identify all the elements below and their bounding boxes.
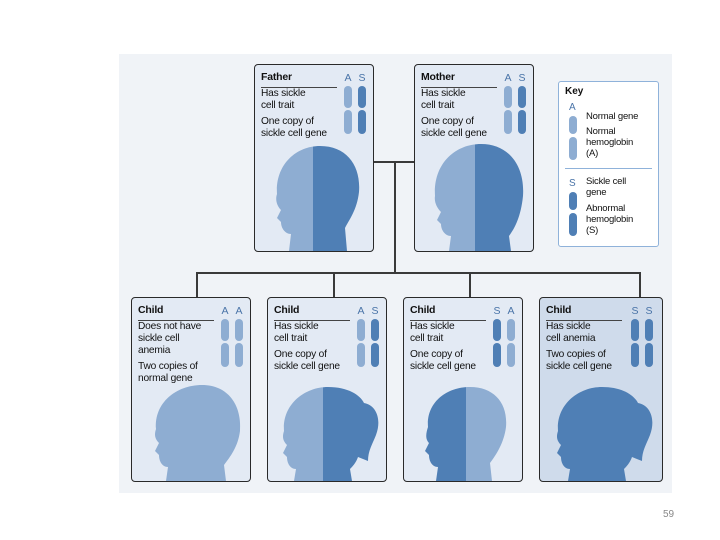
chromosome-sickle-icon	[368, 319, 382, 367]
card-title: Child	[546, 304, 571, 316]
child-ponytail-silhouette-icon	[540, 381, 663, 481]
drop-line	[394, 161, 396, 273]
chromosome-sickle-icon	[515, 86, 529, 134]
allele-letter: S	[642, 305, 656, 317]
chromosome-sickle-icon	[567, 192, 579, 236]
allele-letter: A	[501, 72, 515, 84]
child-2-drop	[333, 272, 335, 298]
child-silhouette-icon	[404, 381, 523, 481]
description-line: One copy of	[274, 349, 327, 361]
allele-letter: S	[355, 72, 369, 84]
description-line: sickle cell gene	[546, 361, 612, 373]
allele-letter: S	[515, 72, 529, 84]
chromosome-sickle-icon	[355, 86, 369, 134]
description-line: Does not have	[138, 321, 201, 333]
key-normal-hb-line: (A)	[586, 148, 598, 159]
description-line: cell trait	[410, 333, 443, 345]
chromosome-normal-icon	[232, 319, 246, 367]
key-sickle-gene-line: gene	[586, 187, 606, 198]
allele-letter: A	[218, 305, 232, 317]
card-title: Child	[410, 304, 435, 316]
description-line: cell anemia	[546, 333, 595, 345]
card-title: Mother	[421, 71, 455, 83]
sickle-allele-letter: S	[569, 178, 576, 189]
description-line: Has sickle	[546, 321, 590, 333]
allele-letter: A	[504, 305, 518, 317]
allele-letter: S	[490, 305, 504, 317]
key-normal-hb-line: Normal	[586, 126, 615, 137]
description-line: Has sickle	[410, 321, 454, 333]
description-line: anemia	[138, 345, 170, 357]
child-3-drop	[469, 272, 471, 298]
key-abnormal-hb-line: (S)	[586, 225, 598, 236]
description-line: cell trait	[274, 333, 307, 345]
chromosome-normal-icon	[567, 116, 579, 160]
description-line: cell trait	[261, 100, 294, 112]
description-line: cell trait	[421, 100, 454, 112]
description-line: Has sickle	[274, 321, 318, 333]
description-line: sickle cell gene	[410, 361, 476, 373]
child-silhouette-icon	[132, 381, 251, 481]
child-ponytail-silhouette-icon	[268, 381, 387, 481]
description-line: Has sickle	[421, 88, 465, 100]
chromosome-normal-icon	[504, 319, 518, 367]
page-number: 59	[663, 509, 674, 520]
mother-silhouette-icon	[415, 136, 534, 251]
key-legend: Key A Normal gene Normal hemoglobin (A) …	[558, 81, 659, 247]
children-bus-line	[196, 272, 641, 274]
chromosome-sickle-icon	[628, 319, 642, 367]
normal-allele-letter: A	[569, 102, 576, 113]
key-normal-hb-line: hemoglobin	[586, 137, 633, 148]
description-line: Two copies of	[546, 349, 606, 361]
card-title: Father	[261, 71, 292, 83]
chromosome-normal-icon	[341, 86, 355, 134]
child-1-drop	[196, 272, 198, 298]
key-divider	[565, 168, 652, 169]
chromosome-normal-icon	[218, 319, 232, 367]
allele-letter: A	[354, 305, 368, 317]
description-line: One copy of	[261, 116, 314, 128]
child-4-drop	[639, 272, 641, 298]
allele-letter: A	[232, 305, 246, 317]
card-title: Child	[138, 304, 163, 316]
key-title: Key	[565, 86, 583, 97]
allele-letter: S	[368, 305, 382, 317]
key-normal-gene: Normal gene	[586, 111, 638, 122]
key-sickle-gene-line: Sickle cell	[586, 176, 626, 187]
description-line: sickle cell	[138, 333, 179, 345]
chromosome-normal-icon	[501, 86, 515, 134]
description-line: sickle cell gene	[274, 361, 340, 373]
chromosome-sickle-icon	[642, 319, 656, 367]
key-abnormal-hb-line: Abnormal	[586, 203, 625, 214]
allele-letter: A	[341, 72, 355, 84]
description-line: Two copies of	[138, 361, 198, 373]
description-line: One copy of	[410, 349, 463, 361]
chromosome-normal-icon	[354, 319, 368, 367]
chromosome-sickle-icon	[490, 319, 504, 367]
key-abnormal-hb-line: hemoglobin	[586, 214, 633, 225]
allele-letter: S	[628, 305, 642, 317]
description-line: Has sickle	[261, 88, 305, 100]
card-title: Child	[274, 304, 299, 316]
father-silhouette-icon	[255, 136, 374, 251]
description-line: One copy of	[421, 116, 474, 128]
